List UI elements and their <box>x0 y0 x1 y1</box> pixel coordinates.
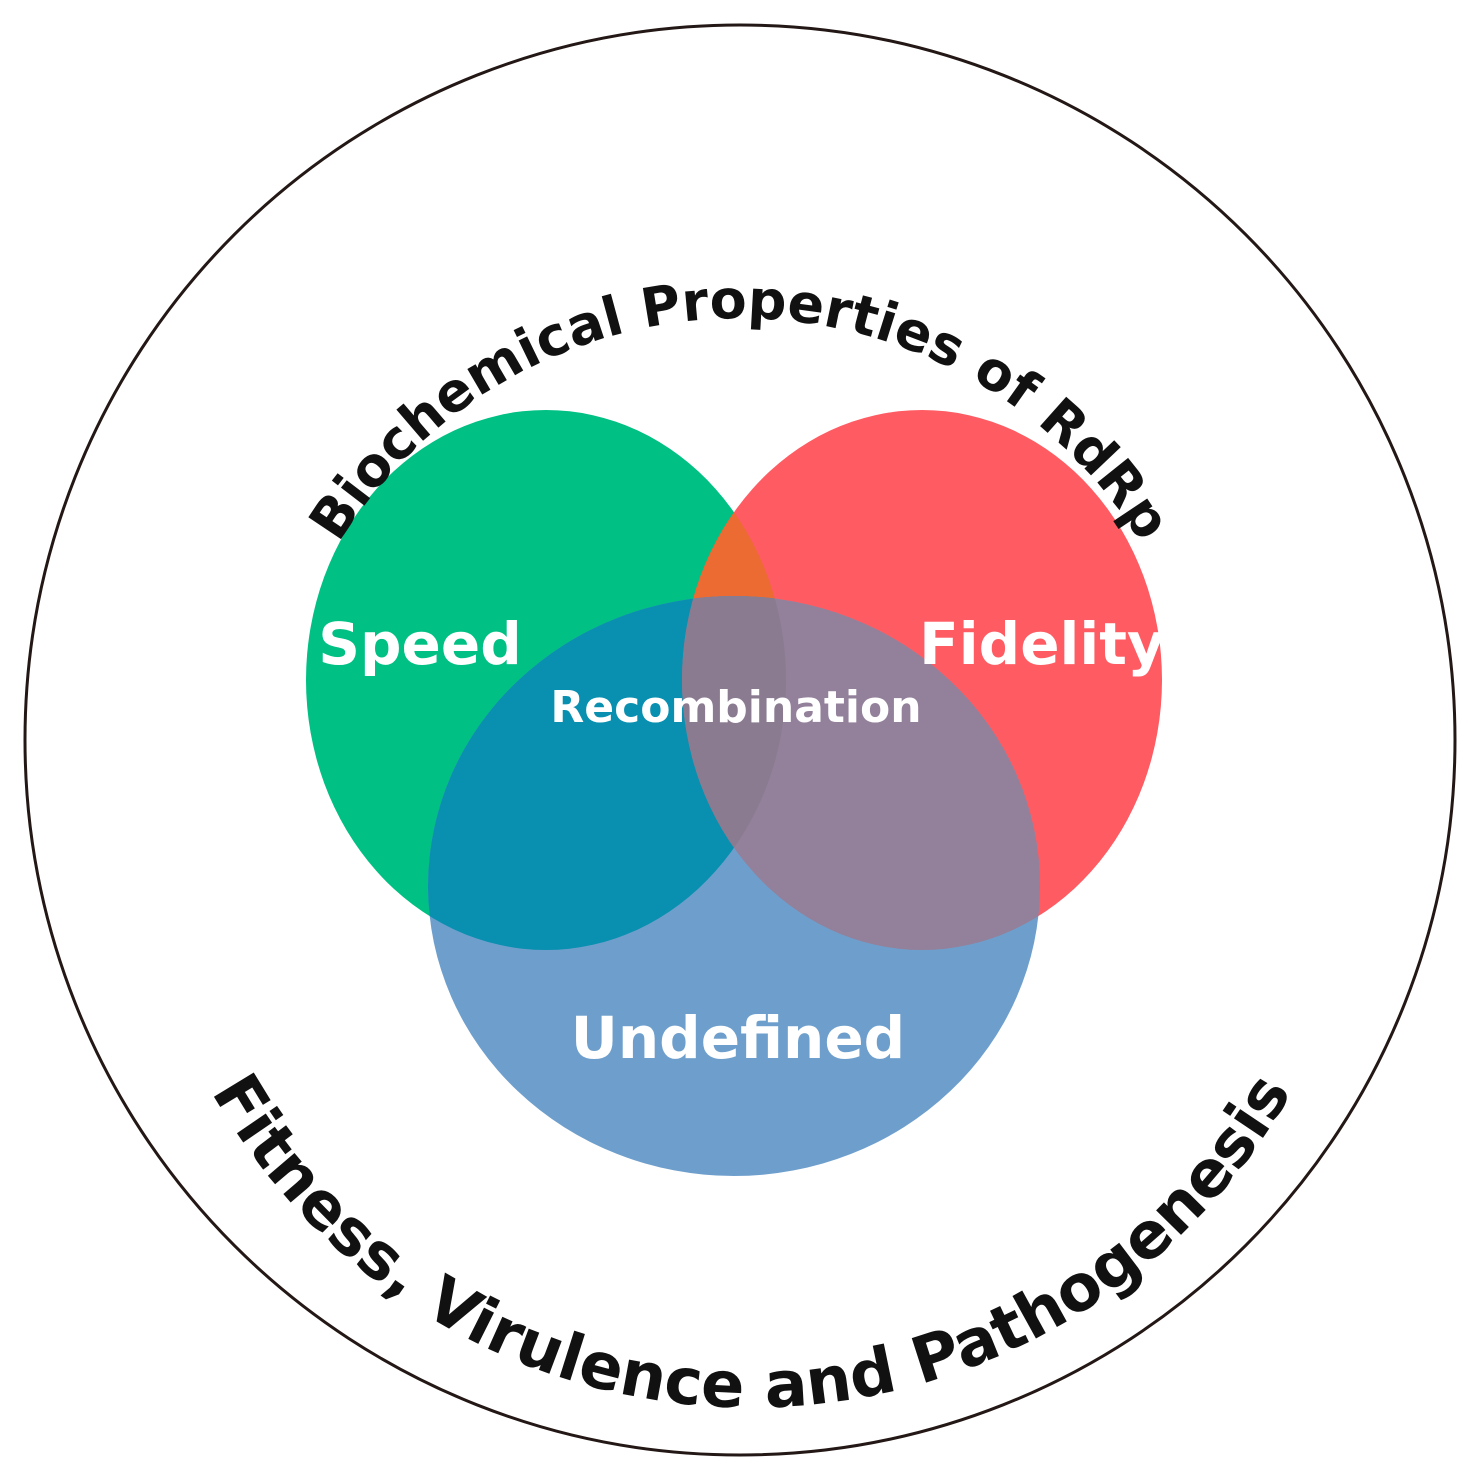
fidelity-label: Fidelity <box>919 610 1165 678</box>
undefined-label: Undefined <box>571 1004 905 1072</box>
speed-label: Speed <box>318 610 521 678</box>
recombination-label: Recombination <box>550 682 921 733</box>
